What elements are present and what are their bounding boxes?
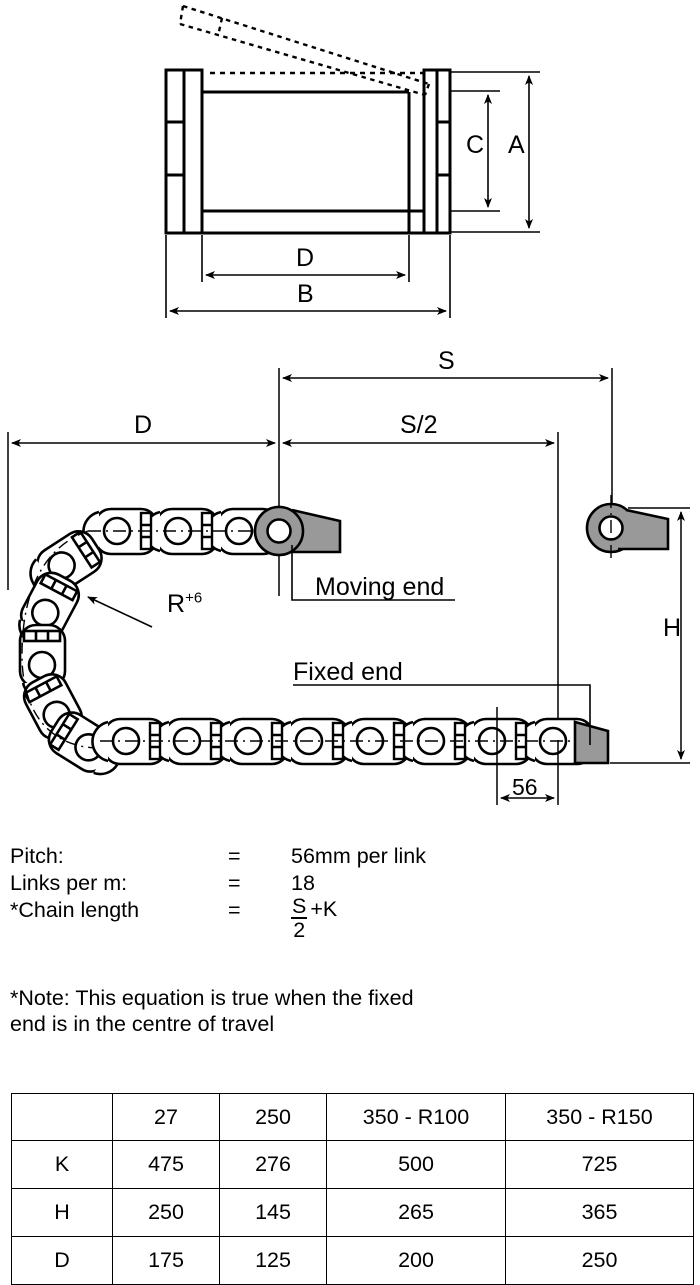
table-header-250: 250 <box>219 1093 327 1141</box>
table-cell-d-350r100: 200 <box>326 1236 506 1285</box>
table-cell-k-350r100: 500 <box>326 1140 506 1189</box>
table-row: H 250 145 265 365 <box>11 1188 694 1237</box>
dim-label-C: C <box>466 131 485 159</box>
callout-fixed-end: Fixed end <box>293 658 403 686</box>
table-row-label-k: K <box>11 1140 113 1189</box>
table-cell-h-250: 145 <box>219 1188 327 1237</box>
spec-label-pitch: Pitch: <box>10 844 64 868</box>
chain-lower-run <box>91 717 600 766</box>
radius-letter: R <box>167 590 186 618</box>
table-row-label-d: D <box>11 1236 113 1285</box>
spec-row-pitch: Pitch: = 56mm per link <box>10 843 490 870</box>
radius-superscript: +6 <box>185 589 203 607</box>
table-row: D 175 125 200 250 <box>11 1236 694 1285</box>
spec-value-pitch: 56mm per link <box>291 844 427 868</box>
detached-end-bracket <box>585 495 670 560</box>
spec-label-chain-length: *Chain length <box>10 898 140 922</box>
spec-eq-links: = <box>228 871 241 895</box>
specifications-block: Pitch: = 56mm per link Links per m: = 18… <box>10 843 490 942</box>
dim-label-S-half: S/2 <box>400 411 438 439</box>
dim-label-D-side: D <box>134 411 153 439</box>
radius-label: R+6 <box>167 589 203 618</box>
table-cell-k-27: 475 <box>112 1140 220 1189</box>
spec-label-links: Links per m: <box>10 871 128 895</box>
fraction-denominator: 2 <box>293 918 306 942</box>
spec-eq-pitch: = <box>228 844 241 868</box>
note-line-1: *Note: This equation is true when the fi… <box>10 986 414 1010</box>
spec-value-chain-length: S 2 +K <box>291 894 338 943</box>
table-row: K 475 276 500 725 <box>11 1140 694 1189</box>
table-cell-d-350r150: 250 <box>505 1236 694 1285</box>
note-line-2: end is in the centre of travel <box>10 1012 275 1036</box>
fraction-numerator: S <box>291 894 308 919</box>
table-cell-h-350r100: 265 <box>326 1188 506 1237</box>
table-header-row: 27 250 350 - R100 350 - R150 <box>11 1093 694 1141</box>
table-header-350-r100: 350 - R100 <box>326 1093 506 1141</box>
dim-label-56: 56 <box>512 774 538 800</box>
note-block: *Note: This equation is true when the fi… <box>10 985 550 1037</box>
fraction-s-over-2: S 2 <box>291 894 308 942</box>
spec-eq-chain-length: = <box>228 898 241 922</box>
dimension-table: 27 250 350 - R100 350 - R150 K 475 276 5… <box>11 1093 694 1285</box>
dim-label-A: A <box>508 131 525 159</box>
spec-value-links: 18 <box>291 871 315 895</box>
dim-label-B: B <box>297 280 314 308</box>
callout-moving-end: Moving end <box>315 573 445 601</box>
table-cell-h-27: 250 <box>112 1188 220 1237</box>
fixed-end-bracket <box>573 720 610 765</box>
spec-row-links: Links per m: = 18 <box>10 870 490 897</box>
table-cell-h-350r150: 365 <box>505 1188 694 1237</box>
spec-row-chain-length: *Chain length = S 2 +K <box>10 895 490 941</box>
table-row-label-h: H <box>11 1188 113 1237</box>
dim-label-D-top: D <box>296 244 315 272</box>
table-header-corner <box>11 1093 113 1141</box>
table-cell-d-27: 175 <box>112 1236 220 1285</box>
moving-end-bracket <box>253 505 342 557</box>
table-cell-d-250: 125 <box>219 1236 327 1285</box>
side-view-geometry <box>7 368 690 805</box>
table-header-27: 27 <box>112 1093 220 1141</box>
cross-section-geometry <box>164 4 540 318</box>
fraction-suffix: +K <box>310 896 338 921</box>
table-header-350-r150: 350 - R150 <box>505 1093 694 1141</box>
dim-label-H: H <box>663 614 682 642</box>
table-cell-k-250: 276 <box>219 1140 327 1189</box>
table-cell-k-350r150: 725 <box>505 1140 694 1189</box>
dim-label-S: S <box>438 347 455 375</box>
